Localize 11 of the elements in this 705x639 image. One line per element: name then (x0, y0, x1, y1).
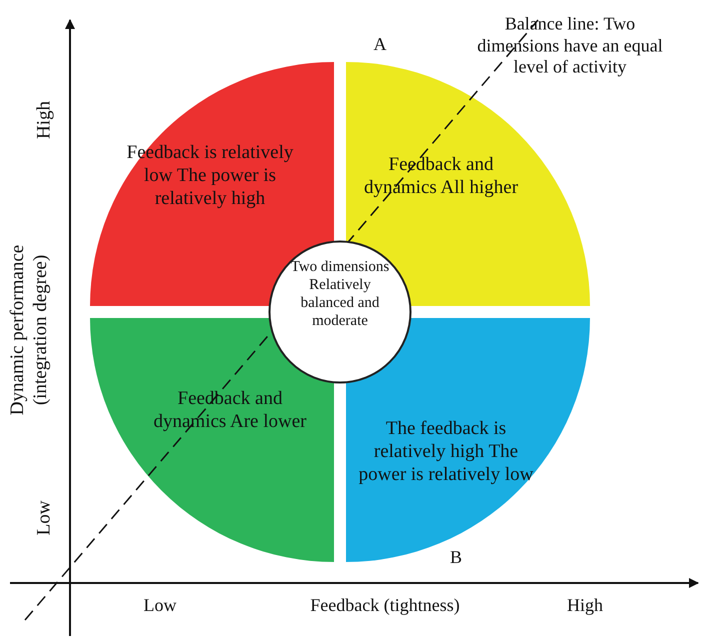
axis-tick-label: Low (34, 500, 56, 536)
axis-title: Feedback (tightness) (310, 595, 460, 617)
quadrant-label: The feedback is relatively high The power is relatively low (358, 418, 534, 486)
quadrant-label: Two dimensions Relatively balanced and moderate (290, 258, 390, 330)
axis-tick-label: High (34, 101, 56, 139)
point-label: A (374, 34, 386, 56)
point-label: B (450, 547, 462, 569)
quadrant-label: Feedback and dynamics All higher (362, 154, 520, 200)
axis-tick-label: Low (144, 595, 176, 617)
axis-tick-label: High (567, 595, 603, 617)
axis-title: Dynamic performance (integration degree) (7, 244, 52, 418)
